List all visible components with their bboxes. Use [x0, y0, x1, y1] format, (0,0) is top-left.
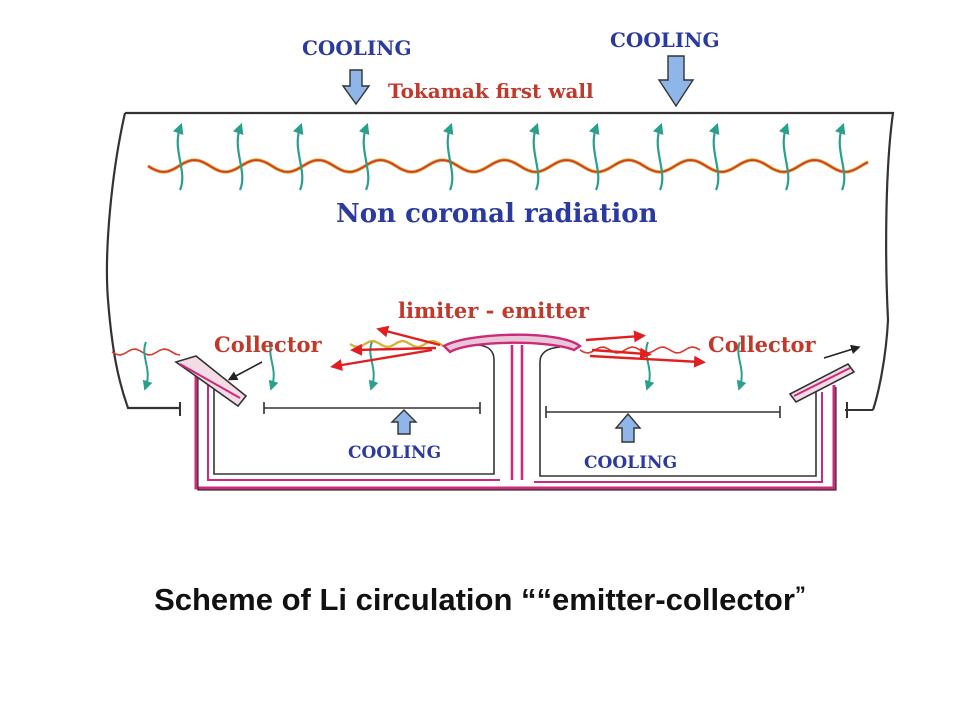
channel-inner-left	[213, 344, 495, 475]
red-arrow-l2	[330, 348, 433, 371]
red-arrow-r2	[591, 347, 652, 360]
collector-fin-left-magenta	[179, 363, 241, 399]
green-arrow-upper	[172, 122, 184, 191]
label-cooling-bottom-left: COOLING	[348, 443, 441, 463]
red-arrow-r1	[585, 330, 646, 343]
cooling-arrow-top-left	[341, 69, 371, 106]
label-cooling-top-right: COOLING	[610, 28, 720, 52]
limiter-surface-tick-left	[263, 402, 481, 414]
channel-outer-black	[197, 378, 837, 491]
caption-text: Scheme of Li circulation ““emitter-colle…	[154, 582, 795, 617]
radiation-wave-upper-red	[147, 159, 869, 173]
radiation-wave-lower-left	[111, 348, 181, 356]
green-arrow-lower	[142, 341, 153, 391]
channel-outer	[194, 375, 836, 490]
green-arrow-upper	[588, 122, 600, 191]
green-arrows-group	[142, 122, 846, 391]
green-arrow-lower	[736, 341, 747, 391]
cooling-arrow-bottom-right	[614, 412, 642, 443]
green-arrow-upper	[358, 122, 370, 191]
label-radiation: Non coronal radiation	[336, 199, 658, 229]
inner-magenta-right	[534, 392, 823, 483]
limiter-surface-tick-right	[545, 406, 781, 418]
label-collector-right: Collector	[708, 332, 817, 357]
channel-inner-right	[539, 346, 817, 477]
caption: Scheme of Li circulation ““emitter-colle…	[0, 582, 960, 618]
central-stem	[510, 345, 524, 480]
label-cooling-top-left: COOLING	[302, 36, 412, 60]
caption-close-quote: ”	[794, 582, 806, 607]
first-wall-outline	[105, 111, 895, 411]
inner-magenta-left	[207, 380, 500, 481]
green-arrow-lower	[644, 341, 655, 391]
collector-pointer-left	[227, 361, 263, 381]
green-arrow-upper	[778, 122, 790, 191]
green-arrow-upper	[292, 122, 304, 191]
limiter-channel-structure	[174, 333, 856, 491]
green-arrow-lower	[268, 341, 279, 391]
label-cooling-bottom-right: COOLING	[584, 453, 677, 473]
red-emission-arrows	[330, 325, 706, 371]
collector-fin-right-magenta	[793, 367, 851, 397]
green-arrow-upper	[528, 122, 540, 191]
green-arrow-lower	[368, 341, 379, 391]
label-first-wall: Tokamak first wall	[388, 79, 594, 103]
cooling-arrow-bottom-left	[390, 409, 418, 435]
label-collector-left: Collector	[214, 332, 323, 357]
radiation-wave-upper	[147, 158, 869, 174]
red-arrow-r3	[589, 354, 706, 368]
collector-pointer-right	[823, 344, 861, 359]
green-arrow-upper	[708, 122, 720, 191]
limiter-head	[442, 333, 583, 354]
green-arrow-upper	[442, 122, 454, 191]
red-arrow-l1	[376, 325, 441, 347]
red-arrow-l3	[350, 343, 437, 356]
green-arrow-upper	[834, 122, 846, 191]
label-limiter-emitter: limiter - emitter	[398, 298, 590, 323]
cooling-arrow-top-right	[657, 55, 695, 108]
green-arrow-upper	[232, 122, 244, 191]
green-arrow-upper	[652, 122, 664, 191]
